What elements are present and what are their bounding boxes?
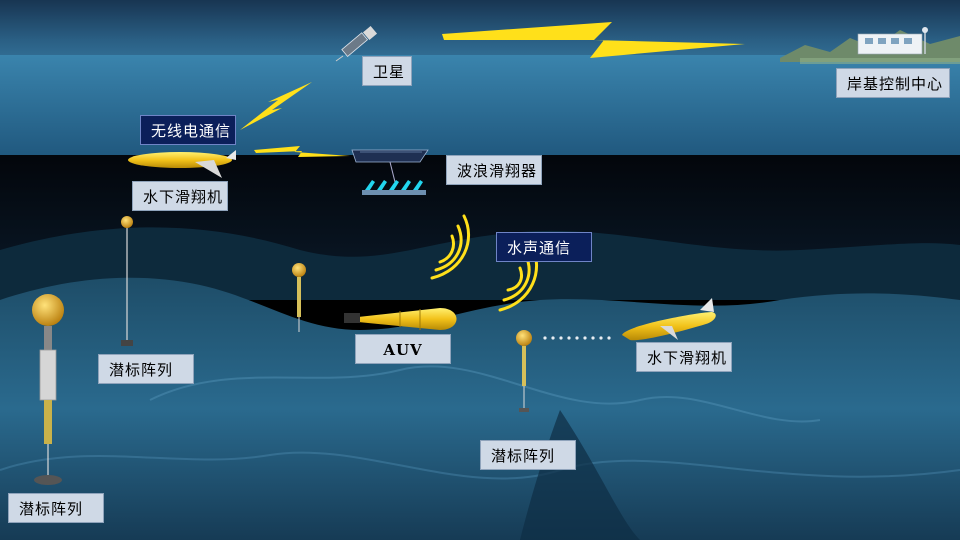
- mooring-left-icon: [121, 216, 133, 346]
- satellite-label: 卫星: [362, 56, 412, 86]
- deep-glider-icon: [543, 298, 716, 341]
- surface-glider-icon: [128, 150, 236, 178]
- surface-glider-label: 水下滑翔机: [132, 181, 228, 211]
- auv-icon: [344, 308, 457, 330]
- shore-strip: [800, 58, 960, 64]
- seafloor-ridge-line: [149, 365, 821, 423]
- shore-control-center-label: 岸基控制中心: [836, 68, 950, 98]
- seafloor-ridge-line: [0, 451, 960, 480]
- mooring-array-left-label: 潜标阵列: [98, 354, 194, 384]
- satellite-radio-lightning: [240, 82, 312, 130]
- satellite-shore-lightning: [442, 22, 745, 58]
- acoustic-wave-upper: [430, 214, 470, 280]
- mooring-array-center-label: 潜标阵列: [480, 440, 576, 470]
- mooring-array-bottom-left-label: 潜标阵列: [8, 493, 104, 523]
- auv-label: AUV: [355, 334, 451, 364]
- seafloor: [0, 277, 960, 540]
- satellite-icon: [335, 25, 378, 62]
- mooring-bottom-left-icon: [32, 294, 64, 485]
- deep-glider-label: 水下滑翔机: [636, 342, 732, 372]
- shore-base-icon: [857, 27, 928, 55]
- far-ridge: [0, 227, 960, 300]
- wave-glider-label: 波浪滑翔器: [446, 155, 542, 185]
- acoustic-communication-label: 水声通信: [496, 232, 592, 262]
- wave-glider-icon: [351, 149, 429, 195]
- radio-wave-glider-lightning: [254, 146, 350, 157]
- mooring-center-icon: [516, 330, 532, 412]
- radio-communication-label: 无线电通信: [140, 115, 236, 145]
- mooring-mid-icon: [292, 263, 306, 332]
